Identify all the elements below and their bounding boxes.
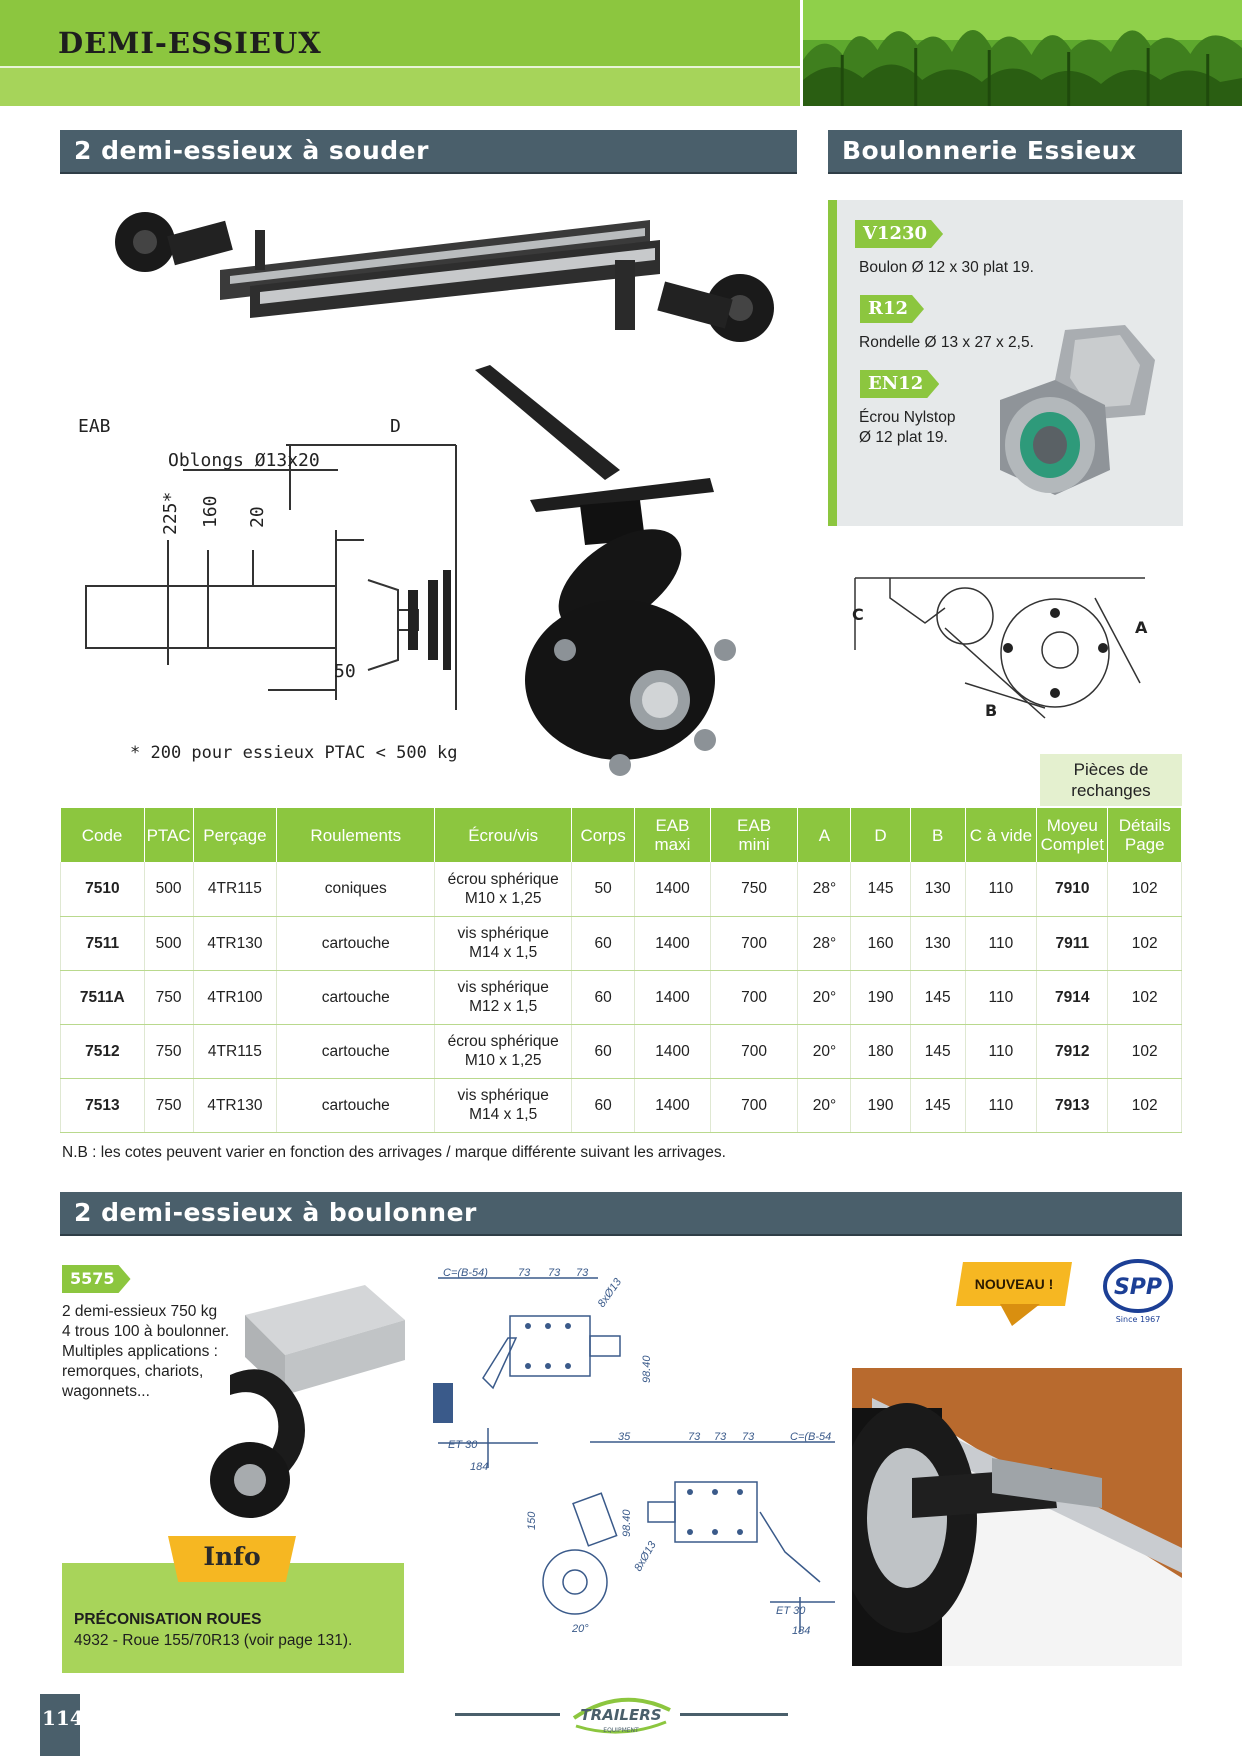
footer-line-left <box>455 1713 560 1716</box>
svg-text:Since 1967: Since 1967 <box>1116 1315 1161 1324</box>
bolt-on-axle-photo <box>210 1285 405 1518</box>
product-5575-description: 2 demi-essieux 750 kg 4 trous 100 à boul… <box>62 1303 230 1400</box>
label-oblongs: Oblongs Ø13x20 <box>168 450 320 471</box>
page-title: DEMI-ESSIEUX <box>58 26 322 60</box>
installed-axle-photo <box>852 1368 1182 1666</box>
tag-5575: 5575 <box>62 1265 131 1293</box>
table-note: N.B : les cotes peuvent varier en foncti… <box>62 1144 726 1161</box>
dim-35-bottom: 35 <box>618 1432 631 1443</box>
dim-73-top-c: 73 <box>576 1268 589 1279</box>
desc-r12: Rondelle Ø 13 x 27 x 2,5. <box>859 334 1034 351</box>
label-225: 225* <box>160 492 181 535</box>
section-title-boulonner: 2 demi-essieux à boulonner <box>74 1198 477 1227</box>
dim-et-bottom: ET 30 <box>776 1605 806 1617</box>
nouveau-badge: NOUVEAU ! <box>956 1262 1072 1306</box>
label-160: 160 <box>200 495 221 528</box>
dim-c-top: C=(B-54) <box>443 1268 488 1279</box>
nouveau-badge-tail <box>1000 1304 1040 1326</box>
svg-text:EQUIPMENT: EQUIPMENT <box>603 1727 639 1734</box>
footer-line-right <box>680 1713 788 1716</box>
pieces-rechanges-label: Pièces de rechanges <box>1040 754 1182 806</box>
bolt-on-drawing-top: C=(B-54) 73 73 73 8xØ13 98.40 ET 30 184 <box>433 1268 653 1473</box>
page-number-box <box>40 1694 80 1756</box>
col-d: D <box>850 808 911 862</box>
eab-technical-drawing: EAB D Oblongs Ø13x20 225* 160 20 50 * 20… <box>78 416 458 763</box>
forest-banner-image <box>800 0 1242 106</box>
ptac-note: * 200 pour essieux PTAC < 500 kg <box>130 743 458 763</box>
info-tab <box>168 1536 296 1582</box>
page-number: 114 <box>42 1706 84 1730</box>
section-bar-boulonnerie: Boulonnerie Essieux <box>828 130 1182 174</box>
header-band <box>0 0 800 68</box>
spec-table: Code PTAC Perçage Roulements Écrou/vis C… <box>60 808 1182 1133</box>
col-percage: Perçage <box>193 808 278 862</box>
header-subband <box>0 68 800 106</box>
table-header-row: Code PTAC Perçage Roulements Écrou/vis C… <box>60 808 1182 862</box>
dim-holes-bottom: 8xØ13 <box>632 1539 659 1574</box>
axle-pair-photo <box>115 212 774 342</box>
desc-v1230: Boulon Ø 12 x 30 plat 19. <box>859 259 1034 276</box>
label-c: C <box>852 605 864 624</box>
section-title-boulonnerie: Boulonnerie Essieux <box>842 136 1137 165</box>
info-heading: PRÉCONISATION ROUES <box>74 1611 262 1628</box>
svg-text:TRAILERS: TRAILERS <box>580 1706 661 1724</box>
dim-73-bottom-c: 73 <box>742 1432 755 1443</box>
dim-73-bottom-b: 73 <box>714 1432 727 1443</box>
info-text: 4932 - Roue 155/70R13 (voir page 131). <box>74 1632 353 1649</box>
dim-73-bottom-a: 73 <box>688 1432 701 1443</box>
info-title: Info <box>203 1542 261 1571</box>
section-title-souder: 2 demi-essieux à souder <box>74 136 429 165</box>
label-50: 50 <box>334 661 356 682</box>
header-divider <box>0 66 800 69</box>
bolt-nut-photo <box>1000 325 1155 495</box>
label-a: A <box>1135 618 1148 637</box>
dim-h-bottom: 98.40 <box>621 1509 633 1537</box>
dim-et-top: ET 30 <box>448 1439 478 1451</box>
abc-dimension-diagram: C A B <box>852 577 1148 720</box>
label-eab: EAB <box>78 416 111 437</box>
dim-73-top-b: 73 <box>548 1268 561 1279</box>
col-c-vide: C à vide <box>965 808 1038 862</box>
dim-c-bottom: C=(B-54 <box>790 1432 831 1443</box>
col-corps: Corps <box>571 808 636 862</box>
tag-v1230: V1230 <box>855 220 943 248</box>
dim-angle-bottom: 20° <box>571 1623 589 1635</box>
trailers-logo: TRAILERS EQUIPMENT <box>572 1697 671 1734</box>
desc-en12-line1: Écrou Nylstop <box>859 409 956 426</box>
dim-w-top: 184 <box>470 1461 488 1473</box>
label-d: D <box>390 416 401 437</box>
bolt-on-drawing-bottom: 35 73 73 73 C=(B-54 150 98.40 8xØ13 20° … <box>526 1432 835 1637</box>
desc-en12-line2: Ø 12 plat 19. <box>859 429 948 446</box>
col-a: A <box>797 808 852 862</box>
dim-h-top: 98.40 <box>641 1355 653 1383</box>
dim-150-bottom: 150 <box>526 1511 538 1530</box>
dim-w-bottom: 184 <box>792 1625 810 1637</box>
dim-holes-top: 8xØ13 <box>596 1276 625 1310</box>
col-b: B <box>910 808 966 862</box>
section-bar-souder: 2 demi-essieux à souder <box>60 130 797 174</box>
label-20: 20 <box>247 506 268 528</box>
dim-73-top-a: 73 <box>518 1268 531 1279</box>
svg-text:SPP: SPP <box>1114 1275 1162 1300</box>
tag-en12: EN12 <box>860 370 939 398</box>
col-roulements: Roulements <box>276 808 436 862</box>
single-axle-photo <box>475 365 736 776</box>
label-b: B <box>985 701 997 720</box>
col-ptac: PTAC <box>144 808 194 862</box>
spp-logo: SPP Since 1967 <box>1103 1259 1173 1324</box>
col-code: Code <box>60 808 145 862</box>
section-bar-boulonner: 2 demi-essieux à boulonner <box>60 1192 1182 1236</box>
col-ecrou: Écrou/vis <box>434 808 572 862</box>
tag-r12: R12 <box>860 295 924 323</box>
